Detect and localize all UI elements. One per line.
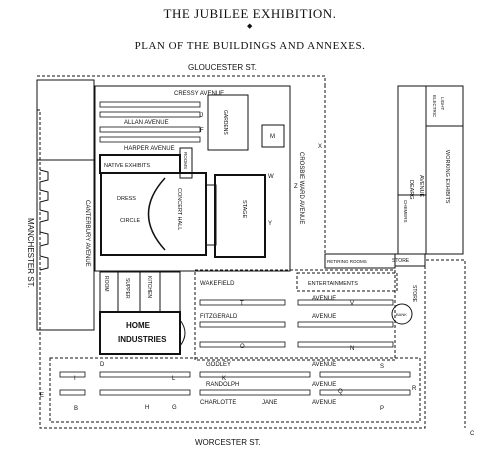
street-north: GLOUCESTER ST. [188, 63, 257, 72]
title-ornament: ◆ [247, 22, 253, 30]
dearg-label: DEARG [408, 180, 414, 200]
wakefield-label: WAKEFIELD [200, 281, 235, 287]
bank-label: BANK [396, 312, 407, 317]
letter-r: R [412, 386, 417, 392]
letter-n: N [350, 346, 354, 352]
charlotte-label: CHARLOTTE [200, 400, 236, 406]
letter-z: Z [294, 184, 298, 190]
fitzgerald-label: FITZGERALD [200, 314, 238, 320]
letter-v: V [350, 301, 354, 307]
letter-h: H [145, 405, 149, 411]
map-subtitle: PLAN OF THE BUILDINGS AND ANNEXES. [134, 40, 366, 52]
home-label: HOME [126, 321, 151, 330]
north-boundary [37, 75, 326, 85]
entertainments-block [296, 272, 398, 292]
letter-p: P [380, 406, 384, 412]
working-exhibits-label: WORKING EXHIBITS [444, 150, 450, 204]
wakefield-avenue: AVENUE [312, 296, 336, 302]
letter-e: E [40, 393, 44, 399]
west-serration [39, 169, 49, 271]
fitzgerald-avenue: AVENUE [312, 314, 336, 320]
southeast-court [49, 357, 421, 423]
supper-label: SUPPER [124, 278, 130, 299]
concert-hall-block [100, 172, 207, 256]
letter-l: L [172, 376, 176, 382]
industries-label: INDUSTRIES [118, 335, 167, 344]
allan-avenue: ALLAN AVENUE [124, 120, 169, 126]
room-label: ROOM [103, 276, 109, 292]
electric-light-room [425, 85, 464, 127]
retiring-rooms-label: RETIRING ROOMS [327, 259, 367, 264]
stage-label: STAGE [241, 200, 247, 219]
rooms-block [179, 147, 193, 179]
southern-court [194, 269, 396, 361]
store-block [394, 253, 426, 267]
entertainments-label: ENTERTAINMENTS [308, 281, 358, 287]
cressy-avenue: CRESSY AVENUE [174, 91, 224, 97]
stage-block [214, 174, 266, 258]
letter-m: M [270, 134, 275, 140]
letter-q: Q [338, 389, 343, 395]
charlotte-avenue: AVENUE [312, 400, 336, 406]
electric-light-block [397, 85, 464, 255]
stage-apron [205, 184, 217, 246]
circle-label: CIRCLE [120, 218, 141, 224]
native-exhibits-label: NATIVE EXHIBITS [104, 163, 150, 169]
light-label: LIGHT [440, 97, 445, 111]
chemers-label: CHEMERS [403, 200, 408, 223]
electric-label: ELECTRIC [432, 95, 437, 118]
letter-x: X [318, 144, 322, 150]
west-building [36, 79, 95, 161]
crosbie-ward-avenue: CROSBIE WARD AVENUE [298, 152, 304, 224]
letter-o: O [240, 344, 245, 350]
map-title: THE JUBILEE EXHIBITION. [163, 6, 337, 21]
letter-b: B [74, 406, 78, 412]
letter-w: W [268, 174, 274, 180]
jane-label: JANE [262, 400, 277, 406]
street-west: MANCHESTER ST. [26, 218, 35, 288]
letter-t: T [240, 301, 244, 307]
canterbury-avenue: CANTERBURY AVENUE [84, 200, 90, 267]
section-letters: J F M Z X W Y T V O N Q L K H G E I B D … [40, 113, 475, 437]
kitchen-label: KITCHEN [146, 276, 152, 298]
west-building-south [36, 159, 95, 331]
home-industries-block [99, 311, 181, 355]
letter-g: G [172, 405, 177, 411]
home-industries-bay [179, 319, 186, 347]
godley-label: GODLEY [206, 362, 231, 368]
rooms-label: ROOMS [183, 152, 188, 169]
street-south: WORCESTER ST. [195, 438, 261, 447]
central-building [94, 85, 291, 272]
dress-circle-curve [147, 177, 166, 251]
chemers-room [397, 194, 427, 255]
letter-s: S [380, 364, 384, 370]
letter-i: I [74, 376, 76, 382]
dearg-avenue-label: AVENUE [418, 175, 424, 198]
store-label-top: STORE [392, 258, 410, 264]
harper-avenue: HARPER AVENUE [124, 146, 175, 152]
letter-d: D [100, 362, 105, 368]
gardens-inner [261, 124, 285, 148]
letter-y: Y [268, 221, 272, 227]
gardens-label: GARDENS [222, 110, 228, 135]
store-label-side: STORE [411, 285, 417, 303]
letter-k: K [222, 376, 226, 382]
dress-label: DRESS [117, 196, 136, 202]
letter-j: J [200, 113, 203, 119]
randolph-label: RANDOLPH [206, 382, 239, 388]
stall-rows [59, 101, 411, 396]
letter-f: F [200, 128, 204, 134]
gardens-block [207, 94, 249, 151]
bank-rotunda [391, 303, 413, 325]
letter-c: C [470, 431, 475, 437]
concert-hall-label: CONCERT HALL [176, 188, 182, 230]
godley-avenue: AVENUE [312, 362, 336, 368]
randolph-avenue: AVENUE [312, 382, 336, 388]
